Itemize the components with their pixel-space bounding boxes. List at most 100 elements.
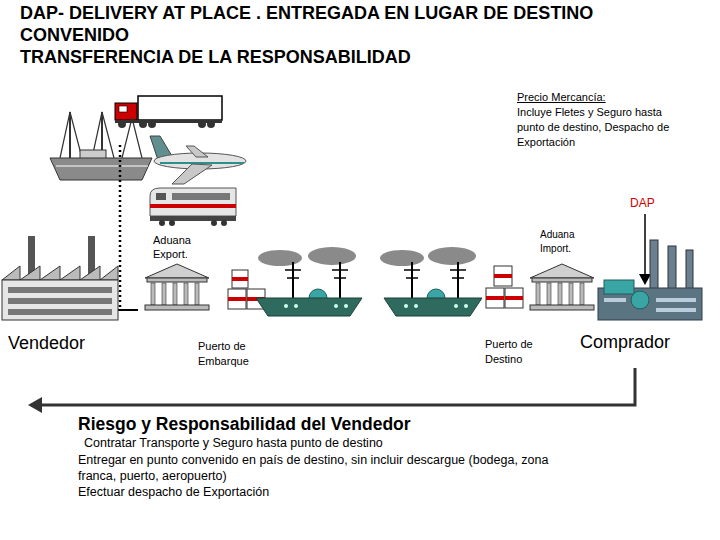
factory-icon <box>2 236 118 320</box>
container-stack-part <box>228 297 246 301</box>
plant-icon-part <box>631 291 649 309</box>
ship-icon-part <box>428 247 476 265</box>
train-icon-part <box>159 220 165 226</box>
ship-icon-part <box>50 158 152 180</box>
responsibility-arrow-part <box>40 368 635 405</box>
price-heading: Precio Mercancía: <box>517 90 606 105</box>
ship-icon-part <box>308 247 356 265</box>
price-note: Incluye Fletes y Seguro hasta punto de d… <box>517 105 685 150</box>
ship-icon-part <box>69 112 71 158</box>
airplane-icon <box>150 136 246 184</box>
truck-icon-part <box>148 120 156 128</box>
container-stack-part <box>486 296 504 300</box>
responsibility-arrow-part <box>28 397 42 413</box>
ship-icon-part <box>452 277 464 279</box>
customs-building-part <box>536 283 540 305</box>
factory-icon-part <box>8 298 112 304</box>
responsibility-heading: Riesgo y Responsabilidad del Vendedor <box>78 413 411 435</box>
ship-icon-part <box>464 304 468 308</box>
plant-icon-part <box>650 240 658 290</box>
ship-icon-part <box>339 262 341 298</box>
obligation-item: Contratar Transporte y Seguro hasta punt… <box>84 435 383 451</box>
customs-building <box>530 264 594 310</box>
ship-icon-part <box>294 304 298 308</box>
truck-icon-part <box>207 120 215 128</box>
customs-building-part <box>530 264 594 278</box>
ship-icon-part <box>384 298 482 316</box>
obligation-item: Entregar en punto convenido en país de d… <box>78 452 556 484</box>
ship-icon-part <box>56 166 148 167</box>
plant-icon <box>598 240 702 320</box>
ship-icon <box>50 112 152 180</box>
ship-icon-part <box>454 304 458 308</box>
ship-icon-part <box>406 277 418 279</box>
ship-icon <box>380 247 482 316</box>
ship-icon-part <box>287 277 299 279</box>
ship-icon-part <box>285 269 301 271</box>
dap-arrow <box>639 214 651 285</box>
customs-building-part <box>184 283 188 305</box>
port-label: Puerto de Destino <box>485 337 547 367</box>
truck-icon-part <box>138 96 222 120</box>
customs-building <box>145 264 209 310</box>
truck-icon-part <box>119 106 127 112</box>
container-stack-part <box>494 274 512 278</box>
ship-icon-part <box>450 269 466 271</box>
container-stack-part <box>486 288 504 308</box>
ship-icon-part <box>122 118 142 158</box>
customs-building-part <box>558 283 562 305</box>
container-stack <box>486 266 523 308</box>
train-icon-part <box>221 220 227 226</box>
plant-icon-part <box>604 298 626 302</box>
dap-arrow-part <box>644 214 646 276</box>
train-icon-part <box>211 220 217 226</box>
ship-icon-part <box>404 304 408 308</box>
ship-icon-part <box>332 269 348 271</box>
party-label: Vendedor <box>8 332 85 354</box>
container-stack-part <box>505 288 523 308</box>
ship-icon-part <box>414 304 418 308</box>
ship-icon-part <box>344 304 348 308</box>
container-stack-part <box>505 296 523 300</box>
train-icon-part <box>150 204 236 208</box>
customs-building-part <box>162 283 166 305</box>
dotted-leader-part <box>119 145 122 308</box>
customs-building-part <box>145 305 209 310</box>
plant-icon-part <box>604 280 634 294</box>
truck-icon-part <box>118 120 126 128</box>
obligation-item: Efectuar despacho de Exportación <box>78 484 269 500</box>
customs-building-part <box>547 283 551 305</box>
dap-arrow-part <box>639 274 651 285</box>
factory-icon-part <box>8 309 112 315</box>
train-icon-part <box>172 193 230 200</box>
factory-icon-part <box>2 266 118 280</box>
ship-icon-part <box>380 250 424 266</box>
factory-icon-part <box>2 280 118 320</box>
train-icon-part <box>156 193 166 200</box>
train-icon <box>150 188 236 226</box>
slide-title: DAP- DELIVERY AT PLACE . ENTREGADA EN LU… <box>20 2 632 46</box>
airplane-icon-part <box>172 164 212 184</box>
train-icon-part <box>150 188 236 216</box>
plant-icon-part <box>668 246 676 290</box>
truck-icon-part <box>115 103 137 120</box>
incoterm-tag: DAP <box>630 196 655 210</box>
plant-icon-part <box>656 298 696 302</box>
ship-icon <box>256 247 362 316</box>
ship-icon-part <box>284 304 288 308</box>
airplane-icon-part <box>186 146 208 157</box>
customs-label: Aduana Import. <box>540 228 592 256</box>
customs-label: Aduana Export. <box>153 233 211 261</box>
ship-icon-part <box>258 250 302 266</box>
customs-building-part <box>145 264 209 278</box>
ship-icon-part <box>60 112 82 158</box>
airplane-icon-part <box>160 162 244 164</box>
ship-icon-part <box>256 298 362 316</box>
customs-building-part <box>580 283 584 305</box>
factory-icon-part <box>8 287 112 293</box>
ship-icon-part <box>334 277 346 279</box>
truck-icon-part <box>198 120 206 128</box>
container-stack-part <box>494 266 512 286</box>
container-stack-part <box>232 277 248 281</box>
